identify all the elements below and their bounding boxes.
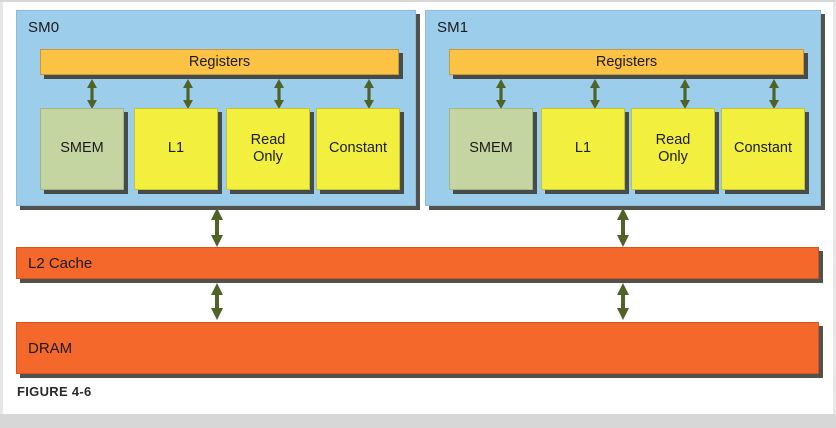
sm1-memory-l1-label: L1 [574,140,592,157]
sm1-registers-box: Registers [449,49,804,75]
sm1-memory-readonly-label: Read Only [655,131,691,165]
arrow-sm1-to-l2 [614,208,632,247]
figure-page: SM0 Registers SMEM [0,2,836,414]
figure-caption: FIGURE 4-6 [17,384,92,399]
sm0-arrow-registers-readonly [272,79,286,109]
dram-bar: DRAM [16,322,819,374]
sm0-memory-constant: Constant [316,108,400,190]
sm0-memory-constant-label: Constant [328,140,388,157]
sm0-memory-smem-label: SMEM [60,140,104,157]
sm1-registers-label: Registers [595,54,658,70]
page-top-margin [0,0,836,2]
sm1-memory-constant: Constant [721,108,805,190]
sm0-memory-l1: L1 [134,108,218,190]
sm1-memory-constant-label: Constant [733,140,793,157]
arrow-l2-to-dram-left [208,283,226,320]
sm0-registers-label: Registers [188,54,251,70]
sm1-arrow-registers-smem [494,79,508,109]
sm0-container: SM0 Registers SMEM [16,10,416,206]
sm0-memory-smem: SMEM [40,108,124,190]
sm1-memory-l1: L1 [541,108,625,190]
sm1-label: SM1 [437,19,469,36]
l2-cache-bar: L2 Cache [16,247,819,279]
sm0-memory-l1-label: L1 [167,140,185,157]
sm1-memory-smem-label: SMEM [469,140,513,157]
dram-label: DRAM [28,339,73,357]
sm0-arrow-registers-l1 [181,79,195,109]
sm0-memory-readonly: Read Only [226,108,310,190]
l2-cache-label: L2 Cache [28,254,93,272]
sm0-label: SM0 [28,19,60,36]
sm1-arrow-registers-readonly [678,79,692,109]
arrow-sm0-to-l2 [208,208,226,247]
sm0-arrow-registers-smem [85,79,99,109]
sm1-arrow-registers-l1 [588,79,602,109]
page-bottom-margin [0,414,836,428]
sm1-container: SM1 Registers SMEM L1 [425,10,821,206]
sm0-arrow-registers-constant [362,79,376,109]
sm1-memory-readonly: Read Only [631,108,715,190]
sm1-arrow-registers-constant [767,79,781,109]
sm0-memory-readonly-label: Read Only [250,131,286,165]
sm0-registers-box: Registers [40,49,399,75]
arrow-l2-to-dram-right [614,283,632,320]
sm1-memory-smem: SMEM [449,108,533,190]
